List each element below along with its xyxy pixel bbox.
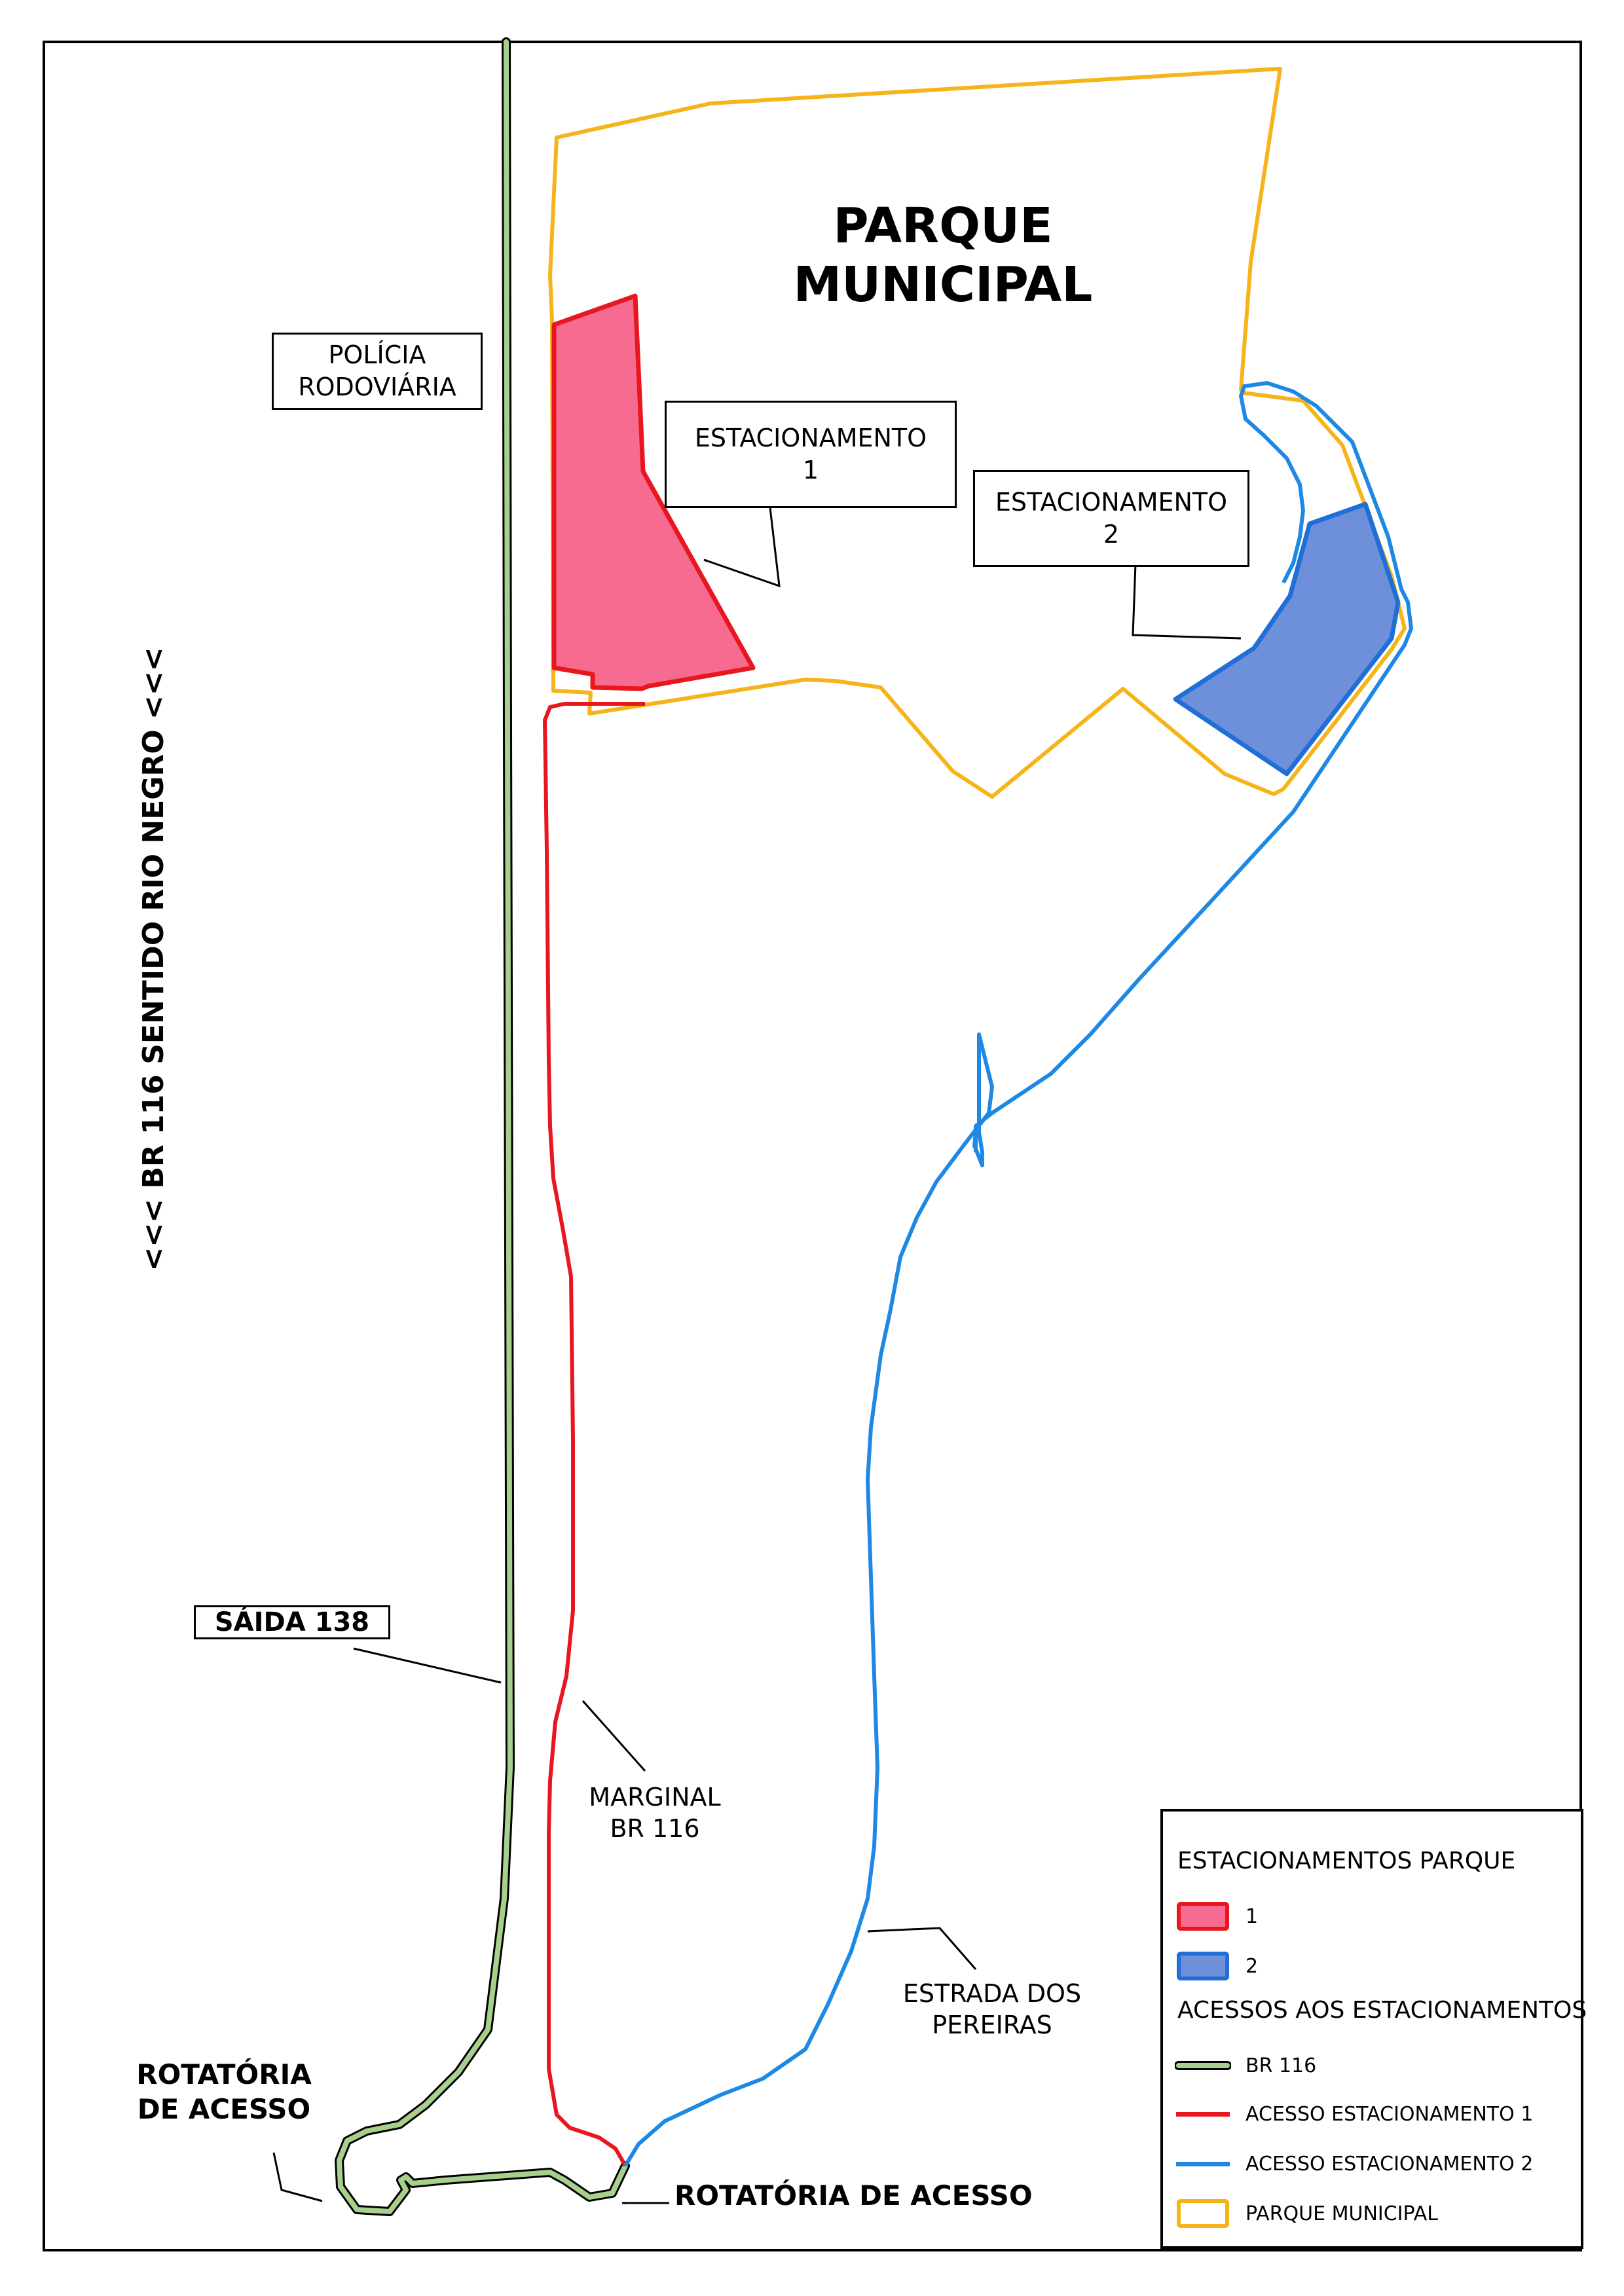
marginal-br116-label: MARGINAL BR 116 [580, 1782, 730, 1844]
marginal-line2: BR 116 [610, 1813, 700, 1843]
legend-swatch-parking-1 [1175, 1900, 1231, 1933]
legend-label-acesso-2: ACESSO ESTACIONAMENTO 2 [1246, 2152, 1534, 2176]
policia-line1: POLÍCIA [328, 340, 426, 369]
legend-label-br116: BR 116 [1246, 2054, 1317, 2077]
br116-road [335, 37, 630, 2216]
estrada-pointer-arrow [867, 1927, 977, 1970]
rotatoria-bottom-label: ROTATÓRIA DE ACESSO [674, 2179, 1033, 2212]
parque-title-line1: PARQUE [833, 198, 1053, 254]
policia-rodoviaria-box: POLÍCIA RODOVIÁRIA [272, 333, 483, 410]
est2-line1: ESTACIONAMENTO [995, 487, 1228, 517]
estrada-line1: ESTRADA DOS [902, 1979, 1082, 2008]
saida-138-box: SÁIDA 138 [194, 1605, 390, 1639]
est1-line1: ESTACIONAMENTO [694, 423, 927, 452]
legend-row-acesso-2: ACESSO ESTACIONAMENTO 2 [1175, 2144, 1568, 2183]
estacionamento-2-area [1173, 501, 1401, 776]
legend-section-parking: ESTACIONAMENTOS PARQUE [1177, 1848, 1516, 1874]
estacionamento-1-label-box: ESTACIONAMENTO 1 [665, 401, 957, 508]
legend-swatch-br116 [1175, 2049, 1231, 2082]
map-legend: ESTACIONAMENTOS PARQUE 1 2 ACESSOS AOS E… [1160, 1809, 1587, 2249]
estrada-dos-pereiras-label: ESTRADA DOS PEREIRAS [877, 1978, 1107, 2041]
br116-direction-label: <<< BR 116 SENTIDO RIO NEGRO <<< [137, 647, 170, 1271]
legend-swatch-acesso-1 [1175, 2098, 1231, 2130]
est1-line2: 1 [802, 456, 819, 484]
legend-label-parking-1: 1 [1246, 1904, 1259, 1928]
rotatoria-left-label: ROTATÓRIA DE ACESSO [113, 2058, 335, 2126]
legend-label-acesso-1: ACESSO ESTACIONAMENTO 1 [1246, 2102, 1534, 2126]
rot-left-line1: ROTATÓRIA [136, 2058, 312, 2090]
legend-swatch-parque [1175, 2197, 1231, 2230]
est1-pointer-arrow [703, 501, 781, 588]
rotatoria-left-pointer-arrow [272, 2152, 323, 2202]
estrada-line2: PEREIRAS [932, 2010, 1052, 2039]
acesso-estacionamento-2-route-upper [974, 381, 1413, 1152]
legend-row-parking-1: 1 [1175, 1897, 1568, 1936]
acesso-estacionamento-2-route [623, 1032, 994, 2167]
legend-row-br116: BR 116 [1175, 2046, 1568, 2085]
legend-label-parking-2: 2 [1246, 1954, 1259, 1978]
legend-row-parque: PARQUE MUNICIPAL [1175, 2194, 1568, 2233]
legend-label-parque: PARQUE MUNICIPAL [1246, 2202, 1438, 2225]
estacionamento-2-label-box: ESTACIONAMENTO 2 [973, 470, 1249, 567]
saida-pointer-arrow [353, 1647, 502, 1684]
est2-line2: 2 [1103, 520, 1120, 549]
marginal-pointer-arrow [581, 1700, 646, 1772]
marginal-line1: MARGINAL [589, 1783, 721, 1812]
rot-left-line2: DE ACESSO [137, 2092, 311, 2125]
acesso-estacionamento-1-route [543, 702, 645, 2167]
policia-line2: RODOVIÁRIA [298, 373, 456, 401]
legend-row-parking-2: 2 [1175, 1946, 1568, 1986]
parque-title: PARQUE MUNICIPAL [740, 196, 1146, 315]
legend-section-access: ACESSOS AOS ESTACIONAMENTOS [1177, 1997, 1587, 2024]
legend-swatch-parking-2 [1175, 1950, 1231, 1982]
est2-pointer-arrow [1132, 564, 1242, 640]
legend-swatch-acesso-2 [1175, 2147, 1231, 2180]
legend-row-acesso-1: ACESSO ESTACIONAMENTO 1 [1175, 2094, 1568, 2134]
estacionamento-1-area [551, 293, 756, 691]
parque-title-line2: MUNICIPAL [793, 257, 1093, 314]
